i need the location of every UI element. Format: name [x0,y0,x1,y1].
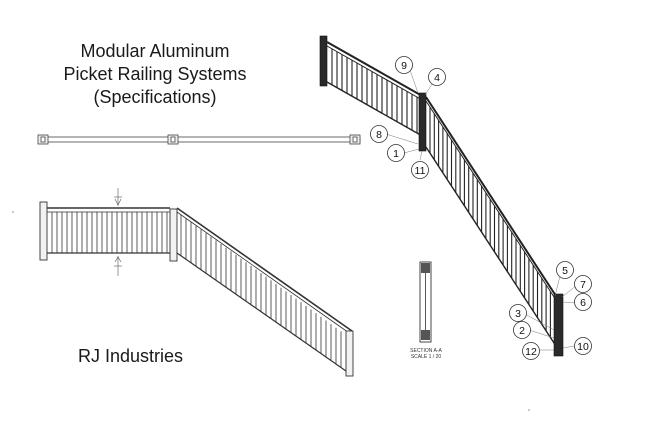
callout-label: 7 [580,279,586,291]
callout-circle [411,161,429,179]
corner-post [418,92,427,152]
callout-circle [574,337,592,355]
bottom-post [345,330,354,377]
title-line-1: Modular Aluminum [80,41,230,61]
company-name: RJ Industries [78,346,184,366]
callout-circle [387,144,405,162]
callout-11: 11 [411,161,429,179]
callout-label: 3 [515,308,521,320]
middle-post [169,208,178,262]
callout-label: 8 [376,129,382,141]
plan-view-rail [37,134,361,145]
callout-label: 6 [580,297,586,309]
callout-circle [574,293,592,311]
callout-circle [395,56,413,74]
callout-label: 10 [577,341,589,353]
callout-label: 11 [415,165,426,177]
top-post [319,35,328,87]
callout-6: 6 [574,293,592,311]
page-title: Modular Aluminum Picket Railing Systems … [40,40,270,109]
callout-circle [509,304,527,322]
callout-label: 1 [393,148,399,160]
dimension-marker [114,188,122,276]
callout-1: 1 [387,144,405,162]
callout-9: 9 [395,56,413,74]
section-caption-line-1: SECTION A-A [410,348,442,354]
callout-label: 5 [562,265,568,277]
callout-circle [513,321,531,339]
upper-pickets [331,48,418,134]
callout-4: 4 [428,68,446,86]
callout-2: 2 [513,321,531,339]
callout-label: 4 [434,72,440,84]
left-post [39,201,48,261]
lower-pickets [429,107,551,338]
callout-label: 2 [519,325,525,337]
section-caption: SECTION A-A SCALE 1 / 20 [404,348,448,360]
callout-3: 3 [509,304,527,322]
callout-12: 12 [522,342,540,360]
section-caption-line-2: SCALE 1 / 20 [410,354,442,360]
callout-label: 12 [525,346,537,358]
end-post [553,293,564,357]
section-a-a [419,261,432,343]
callout-5: 5 [556,261,574,279]
leader-lines [385,69,577,351]
elevation-view [39,188,354,377]
callout-label: 9 [401,60,407,72]
callout-8: 8 [370,125,388,143]
callout-circle [428,68,446,86]
title-line-2: Picket Railing Systems [63,64,247,84]
callout-circle [556,261,574,279]
callout-circle [370,125,388,143]
title-line-3: (Specifications) [93,87,217,107]
callout-circle [574,275,592,293]
level-pickets [51,212,168,253]
callout-circle [522,342,540,360]
callout-10: 10 [574,337,592,355]
callout-7: 7 [574,275,592,293]
stair-pickets [180,214,342,368]
